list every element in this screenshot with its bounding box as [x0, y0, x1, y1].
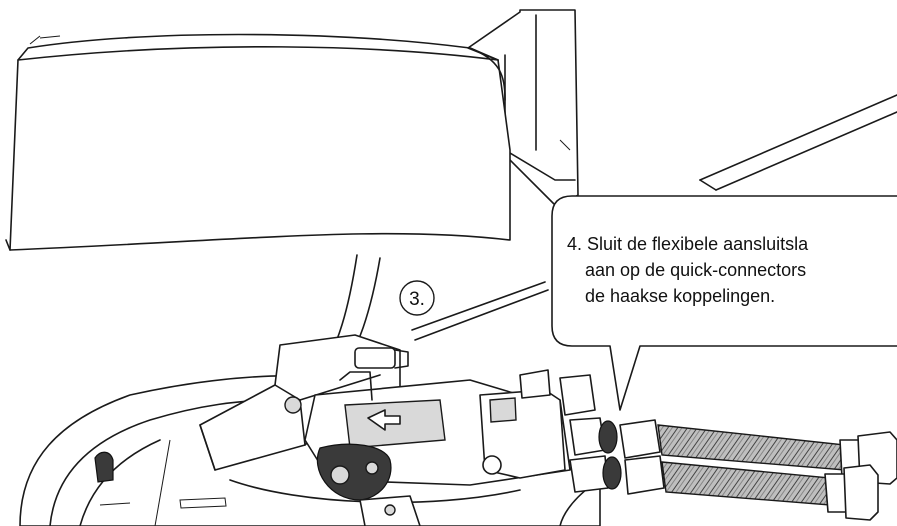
cabinet-panel	[467, 9, 897, 209]
cover-lid	[5, 33, 511, 251]
step3-marker: 3.	[399, 280, 435, 316]
callout-line-3: de haakse koppelingen.	[585, 286, 775, 306]
callout-line-2: aan op de quick-connectors	[585, 260, 806, 280]
callout-line-1: 4. Sluit de flexibele aansluitsla	[567, 234, 809, 254]
control-valve	[199, 334, 596, 526]
step3-pointer	[411, 281, 549, 341]
step3-label: 3.	[409, 289, 425, 310]
instruction-callout: 4. Sluit de flexibele aansluitsla aan op…	[551, 195, 897, 411]
quick-connectors	[569, 417, 622, 493]
flexible-hoses	[619, 419, 897, 521]
